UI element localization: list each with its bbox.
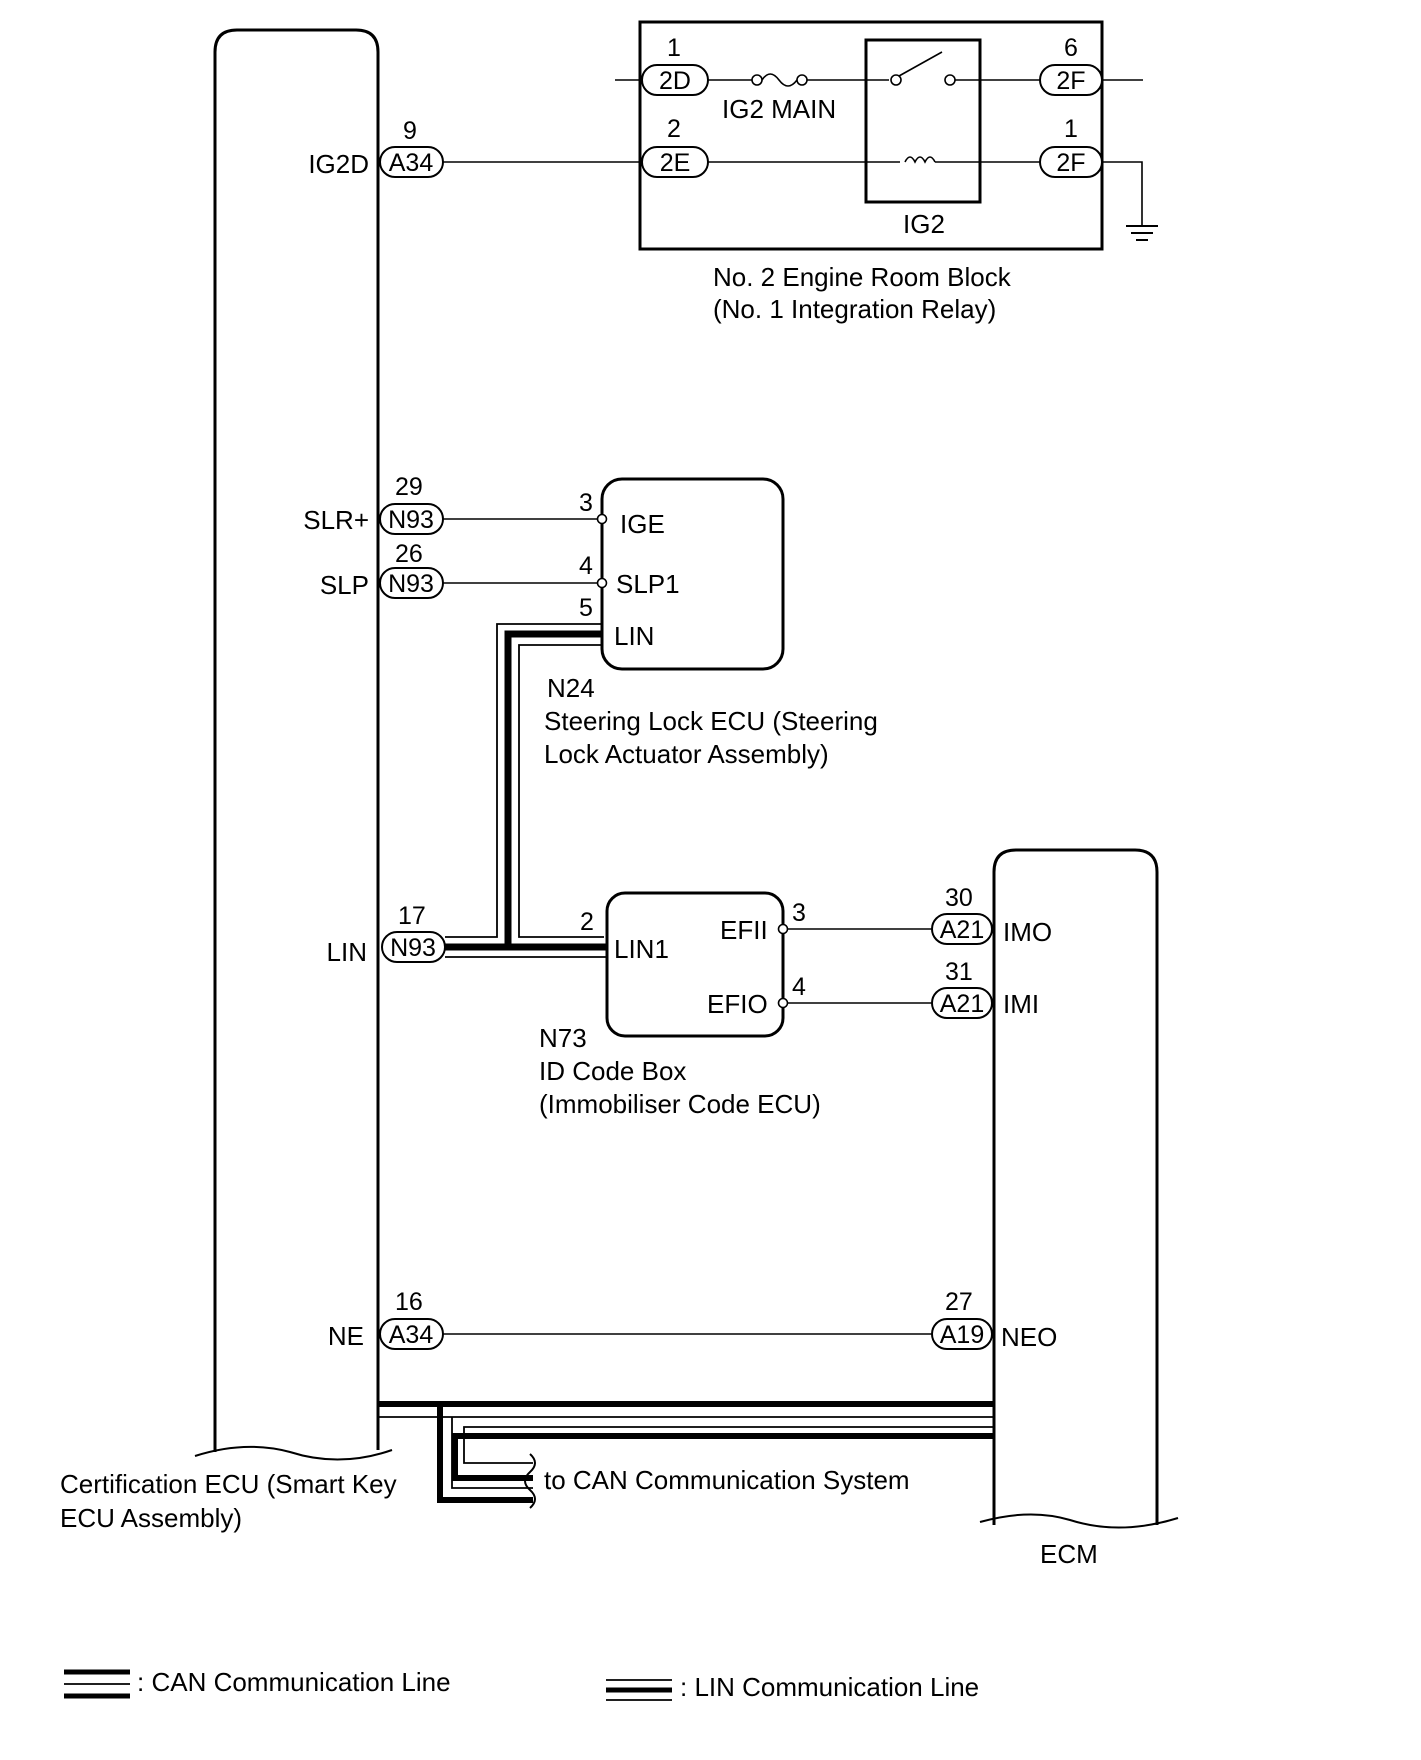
legend-lin-label: : LIN Communication Line	[680, 1672, 979, 1702]
connector-neo: A19	[931, 1318, 993, 1350]
pin-slp1: 4	[579, 552, 593, 580]
connector-imi: A21	[931, 987, 993, 1019]
terminal-efio: EFIO	[707, 989, 768, 1019]
pin-imi: 31	[945, 958, 973, 986]
steering-lock-label-1: Steering Lock ECU (Steering	[544, 706, 878, 736]
pin-imo: 30	[945, 884, 973, 912]
connector-2f-top: 2F	[1039, 64, 1103, 96]
pin-2d: 1	[667, 34, 681, 62]
steering-lock-ecu	[600, 477, 785, 671]
steering-lock-code: N24	[547, 673, 595, 703]
certification-ecu-label-1: Certification ECU (Smart Key	[60, 1469, 397, 1499]
ecm-box	[979, 848, 1179, 1529]
pin-lin: 17	[398, 902, 426, 930]
id-code-box	[605, 891, 785, 1038]
connector-ne: A34	[379, 1318, 444, 1350]
pin-efio: 4	[792, 973, 806, 1001]
relay-switch-icon	[890, 51, 956, 86]
terminal-lin-steering: LIN	[614, 621, 654, 651]
can-destination: to CAN Communication System	[544, 1465, 910, 1495]
fuse-label: IG2 MAIN	[722, 94, 836, 124]
connector-2e: 2E	[641, 146, 709, 178]
pin-2f-top: 6	[1064, 34, 1078, 62]
terminal-lin1: LIN1	[614, 934, 669, 964]
terminal-slp: SLP	[320, 570, 369, 600]
can-bus	[378, 1401, 994, 1509]
legend-can-line-icon	[64, 1669, 130, 1699]
relay-block-label-2: (No. 1 Integration Relay)	[713, 294, 996, 324]
pin-lin-steering: 5	[579, 594, 593, 622]
terminal-neo: NEO	[1001, 1322, 1057, 1352]
pin-ige: 3	[579, 489, 593, 517]
svg-text:N93: N93	[388, 570, 434, 598]
connector-slr: N93	[379, 503, 444, 535]
certification-ecu	[194, 28, 393, 1461]
connector-imo: A21	[931, 913, 993, 945]
svg-text:2D: 2D	[659, 67, 691, 95]
id-code-box-code: N73	[539, 1023, 587, 1053]
relay-block-label-1: No. 2 Engine Room Block	[713, 262, 1012, 292]
relay-block	[638, 20, 1104, 251]
svg-text:A21: A21	[940, 916, 984, 944]
pin-ne: 16	[395, 1288, 423, 1316]
terminal-ig2d: IG2D	[308, 149, 369, 179]
svg-text:2F: 2F	[1056, 149, 1085, 177]
id-code-box-label-1: ID Code Box	[539, 1056, 686, 1086]
certification-ecu-label-2: ECU Assembly)	[60, 1503, 242, 1533]
legend-can-label: : CAN Communication Line	[137, 1667, 451, 1697]
pin-lin1: 2	[580, 908, 594, 936]
terminal-slr: SLR+	[303, 505, 369, 535]
svg-text:2F: 2F	[1056, 67, 1085, 95]
lin-bus	[445, 623, 606, 958]
svg-text:A19: A19	[940, 1321, 984, 1349]
pin-2f-bottom: 1	[1064, 115, 1078, 143]
steering-lock-label-2: Lock Actuator Assembly)	[544, 739, 829, 769]
ground-icon	[1126, 225, 1158, 241]
pin-2e: 2	[667, 115, 681, 143]
svg-text:2E: 2E	[660, 149, 691, 177]
svg-text:A21: A21	[940, 990, 984, 1018]
id-code-box-label-2: (Immobiliser Code ECU)	[539, 1089, 821, 1119]
fuse-icon	[751, 73, 808, 87]
svg-text:N93: N93	[390, 934, 436, 962]
relay-label: IG2	[903, 209, 945, 239]
pin-efii: 3	[792, 899, 806, 927]
terminal-efii: EFII	[720, 915, 768, 945]
pin-neo: 27	[945, 1288, 973, 1316]
terminal-slp1: SLP1	[616, 569, 680, 599]
connector-ig2d: A34	[379, 146, 444, 178]
connector-lin: N93	[381, 931, 446, 963]
pin-slr: 29	[395, 473, 423, 501]
connector-2f-bottom: 2F	[1039, 146, 1103, 178]
svg-text:A34: A34	[389, 149, 434, 177]
relay-coil-icon	[904, 156, 936, 164]
svg-text:N93: N93	[388, 506, 434, 534]
terminal-ige: IGE	[620, 509, 665, 539]
pin-slp: 26	[395, 540, 423, 568]
terminal-imo: IMO	[1003, 917, 1052, 947]
terminal-lin: LIN	[327, 937, 367, 967]
connector-2d: 2D	[641, 64, 709, 96]
legend-lin-line-icon	[606, 1679, 672, 1701]
pin-ig2d: 9	[403, 117, 417, 145]
svg-text:A34: A34	[389, 1321, 434, 1349]
connector-slp: N93	[379, 567, 444, 599]
ecm-label: ECM	[1040, 1539, 1098, 1569]
terminal-imi: IMI	[1003, 989, 1039, 1019]
terminal-ne: NE	[328, 1321, 364, 1351]
